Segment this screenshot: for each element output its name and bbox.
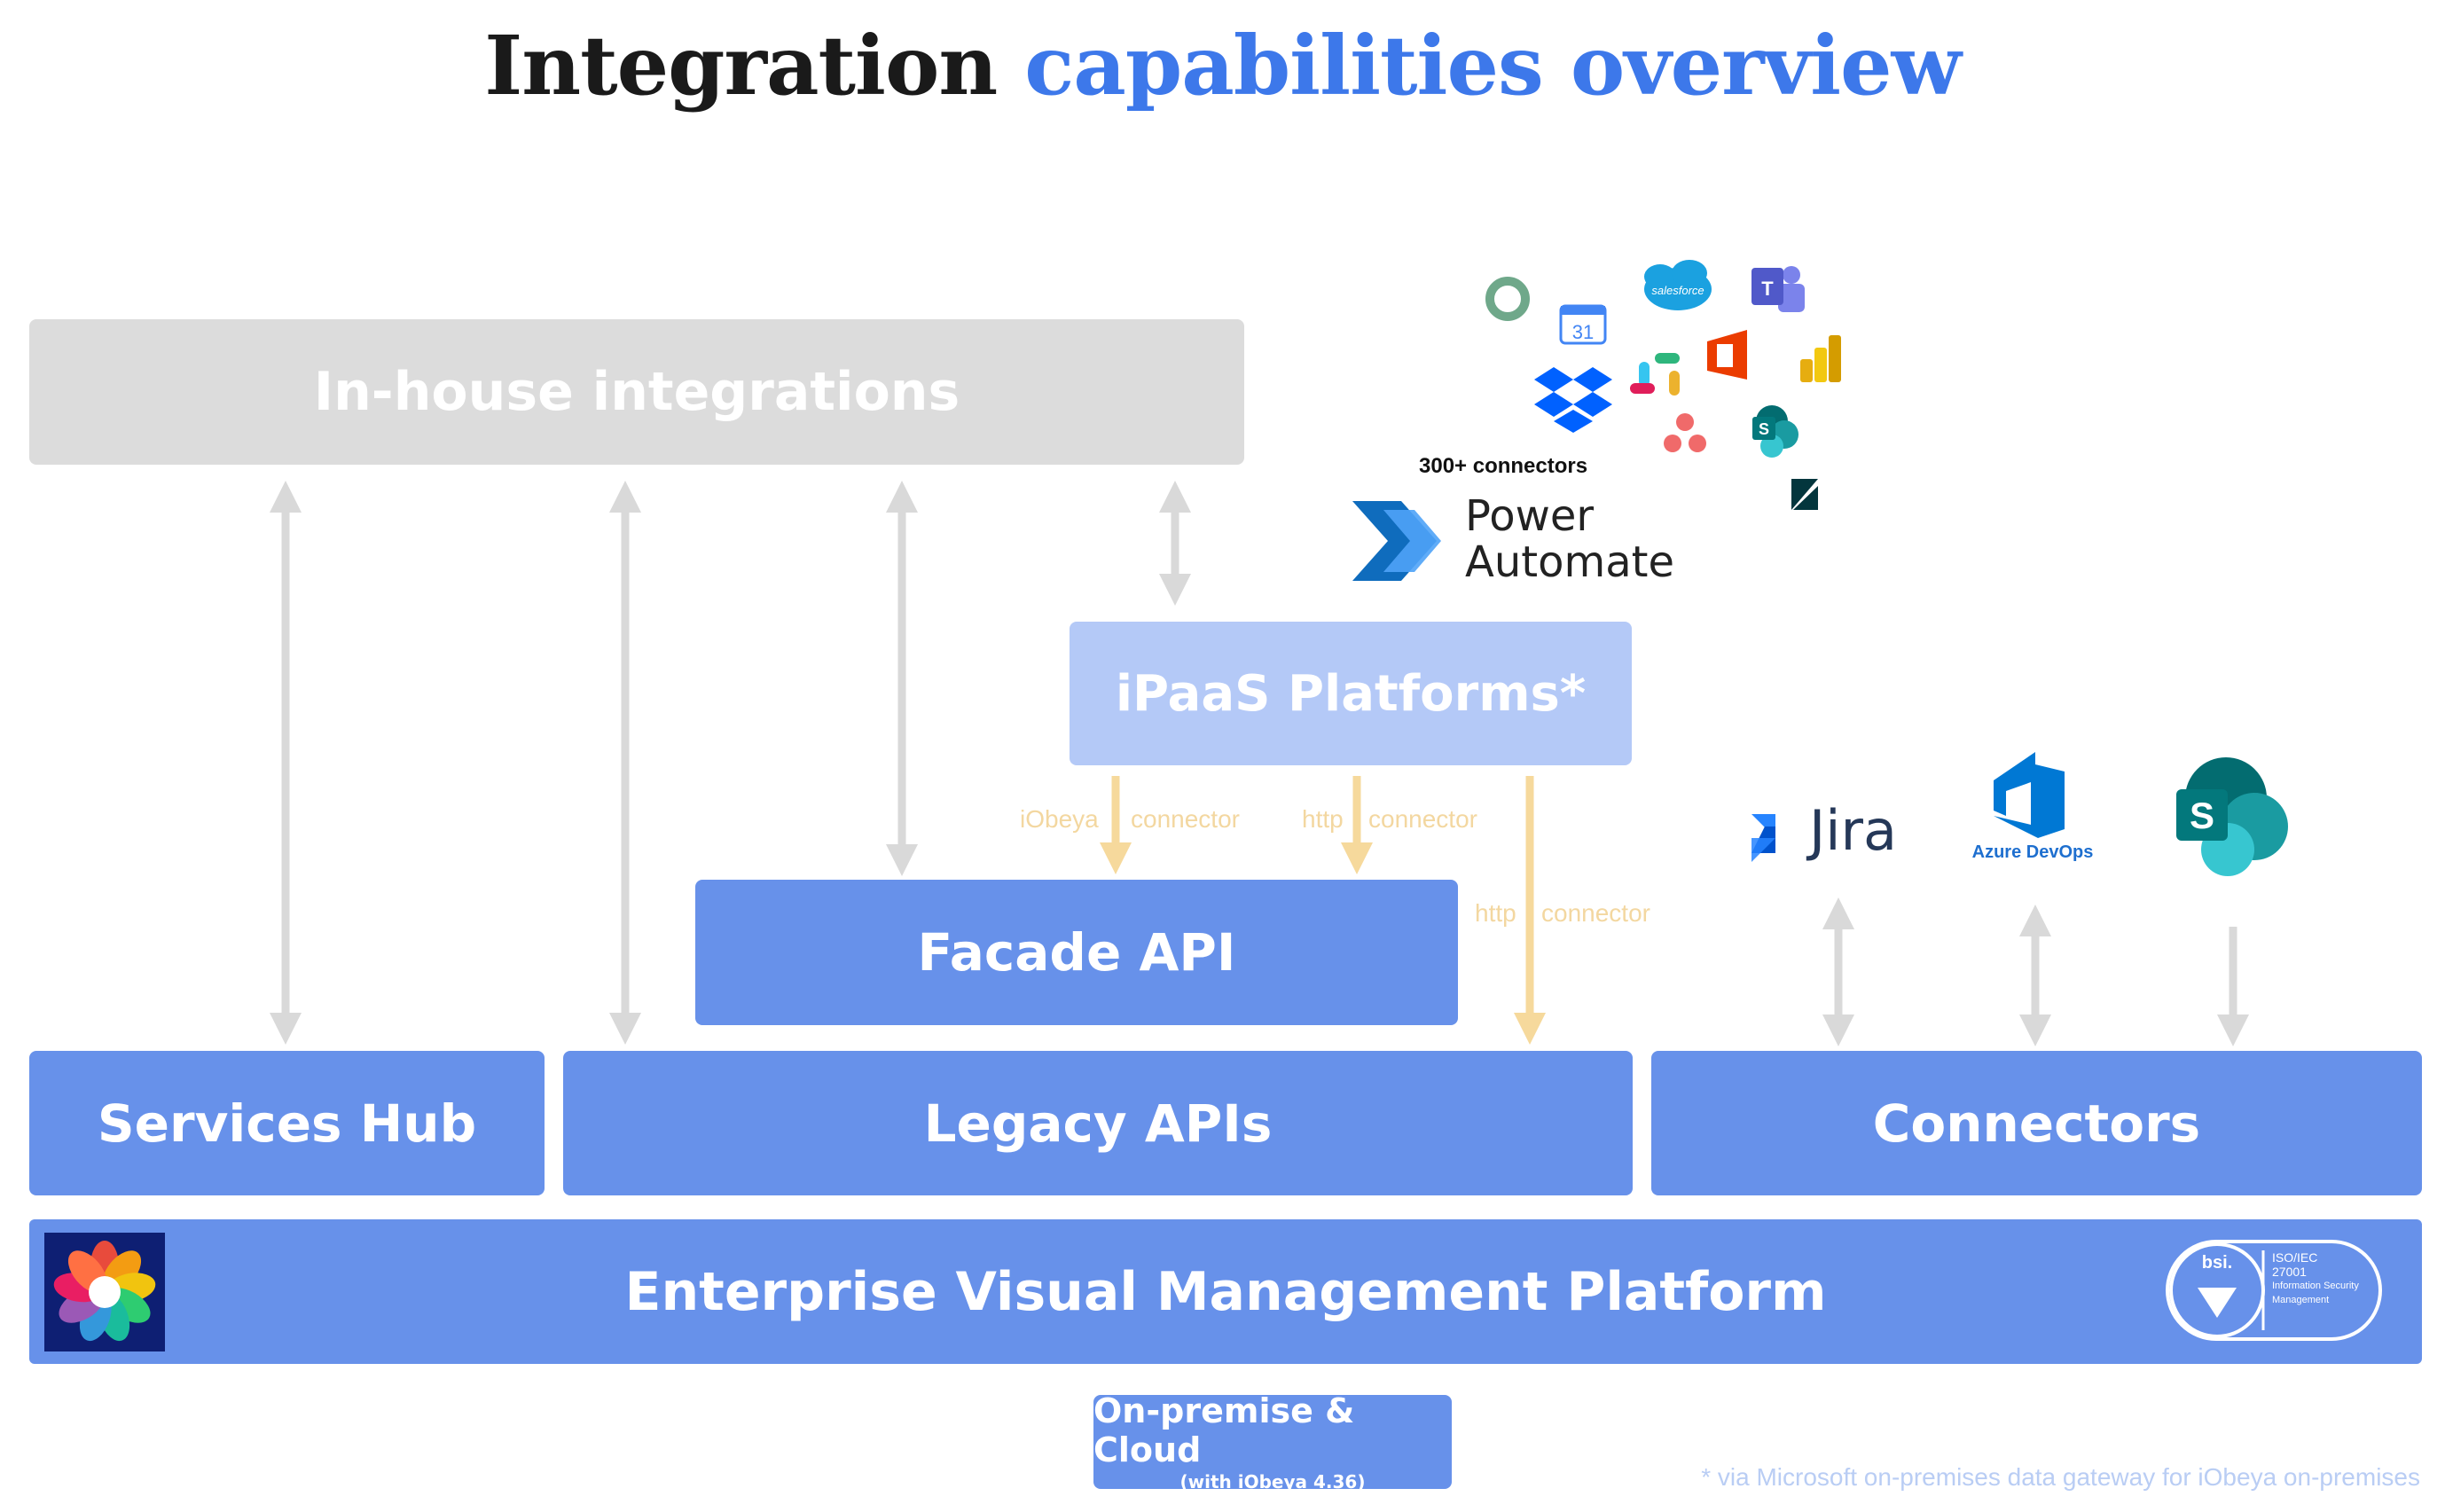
conn-b-left: http <box>1302 805 1344 833</box>
jira-label: Jira <box>1809 798 1897 863</box>
platform-box: Enterprise Visual Management Platform <box>29 1219 2422 1364</box>
asana-icon <box>1664 413 1706 452</box>
iso-line1: ISO/IEC <box>2272 1250 2318 1265</box>
azure-devops-label: Azure DevOps <box>1971 842 2094 862</box>
azure-devops-icon <box>1994 752 2065 838</box>
dropbox-icon <box>1534 367 1612 433</box>
sharepoint-large-icon: S <box>2176 757 2288 876</box>
legacy-apis-box: Legacy APIs <box>563 1051 1633 1195</box>
services-hub-box: Services Hub <box>29 1051 545 1195</box>
title-part-dark: Integration <box>484 18 998 114</box>
sharepoint-icon: S <box>1752 405 1798 458</box>
bsi-iso-icon: bsi. <box>2166 1240 2382 1341</box>
calendar-day-text: 31 <box>1572 321 1594 343</box>
svg-text:T: T <box>1761 278 1774 300</box>
iso-line3: Information Security <box>2272 1281 2359 1291</box>
power-automate-icon <box>1352 501 1441 581</box>
powerbi-icon <box>1800 335 1841 382</box>
connectors-count-label: 300+ connectors <box>1419 454 1588 478</box>
iso-line4: Management <box>2272 1295 2330 1305</box>
footnote: * via Microsoft on-premises data gateway… <box>1701 1463 2420 1491</box>
onprem-sub-label: (with iObeya 4.36) <box>1179 1471 1366 1492</box>
svg-text:S: S <box>1759 420 1769 438</box>
jira-icon <box>1751 814 1775 862</box>
onprem-cloud-badge: On-premise & Cloud (with iObeya 4.36) <box>1093 1391 1452 1492</box>
facade-api-label: Facade API <box>917 922 1236 983</box>
conn-a-right: connector <box>1131 805 1240 833</box>
facade-api-box: Facade API <box>695 880 1458 1025</box>
svg-text:salesforce: salesforce <box>1651 284 1704 297</box>
conn-b-right: connector <box>1368 805 1477 833</box>
calendar-icon: 31 <box>1559 304 1607 345</box>
services-hub-label: Services Hub <box>97 1093 477 1154</box>
inhouse-integrations-label: In-house integrations <box>313 361 960 423</box>
power-automate-line1: Power <box>1465 491 1595 541</box>
page-title: Integration capabilities overview <box>0 18 2445 114</box>
conn-c-right: connector <box>1541 899 1650 927</box>
connectors-box: Connectors <box>1651 1051 2422 1195</box>
ipaas-platforms-label: iPaaS Platforms* <box>1115 664 1587 723</box>
iso-cert-text: ISO/IEC 27001 Information Security Manag… <box>2272 1250 2378 1307</box>
onprem-main-label: On-premise & Cloud <box>1093 1391 1355 1469</box>
conn-a-left: iObeya <box>1020 805 1099 833</box>
iso-line2: 27001 <box>2272 1265 2307 1279</box>
power-automate-line2: Automate <box>1465 537 1674 587</box>
zendesk-icon <box>1791 479 1818 510</box>
sharepoint-letter: S <box>2190 795 2214 836</box>
ipaas-platforms-box: iPaaS Platforms* <box>1070 622 1632 765</box>
legacy-apis-label: Legacy APIs <box>923 1093 1273 1154</box>
conn-c-left: http <box>1475 899 1516 927</box>
iobeya-logo-icon <box>44 1233 165 1351</box>
platform-label: Enterprise Visual Management Platform <box>624 1260 1827 1323</box>
teams-icon: T <box>1751 266 1805 312</box>
power-automate-label: Power Automate <box>1465 493 1674 585</box>
salesforce-icon: salesforce <box>1644 260 1712 310</box>
connectors-label: Connectors <box>1872 1093 2201 1154</box>
slack-icon <box>1630 353 1680 396</box>
inhouse-integrations-box: In-house integrations <box>29 319 1244 465</box>
sunrise-logo-icon <box>1485 277 1530 321</box>
office-icon <box>1707 330 1747 380</box>
bsi-brand: bsi. <box>2202 1253 2232 1273</box>
title-part-accent: capabilities overview <box>1024 18 1962 114</box>
